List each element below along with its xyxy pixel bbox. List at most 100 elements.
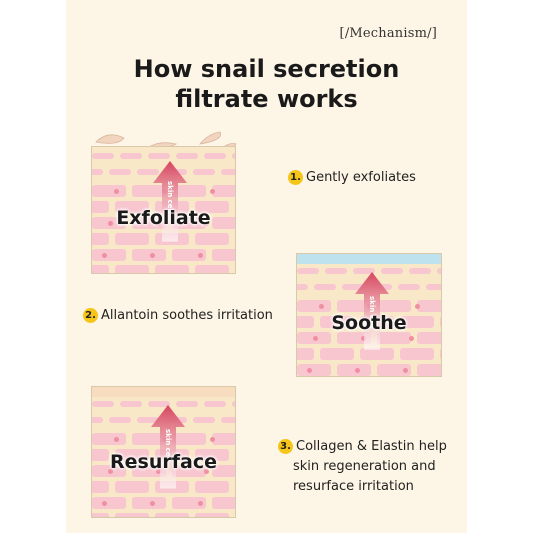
skin-cell	[221, 417, 235, 423]
step-3: 3.Collagen & Elastin help skin regenerat…	[278, 437, 447, 497]
skin-cell	[172, 185, 206, 197]
skin-cell	[92, 265, 109, 273]
section-tag: [/Mechanism/]	[339, 26, 437, 41]
skin-cell	[221, 169, 235, 175]
skin-diagram-resurface: skin cell	[91, 386, 236, 518]
skin-cell	[417, 364, 441, 376]
cell-nucleus	[415, 304, 420, 309]
skin-cell	[92, 401, 114, 407]
cell-nucleus	[108, 469, 113, 474]
skin-cell	[155, 265, 189, 273]
cell-nucleus	[150, 501, 155, 506]
skin-cell	[437, 268, 441, 274]
skin-cell	[155, 513, 189, 517]
skin-cell	[176, 153, 198, 159]
upward-arrow-icon	[151, 405, 185, 489]
skin-cell	[325, 268, 347, 274]
skin-cell	[193, 169, 215, 175]
skin-cell	[195, 513, 229, 517]
skin-cell	[400, 316, 434, 328]
upward-arrow-icon	[355, 272, 389, 350]
skin-cell	[417, 300, 441, 312]
cell-nucleus	[403, 368, 408, 373]
skin-cell	[148, 401, 170, 407]
skin-cell	[195, 449, 229, 461]
skin-cell	[172, 465, 206, 477]
skin-cell	[195, 233, 229, 245]
skin-cell	[440, 316, 441, 328]
skin-cell	[440, 348, 441, 360]
skin-cell	[212, 433, 235, 445]
skin-cell	[320, 316, 354, 328]
skin-flakes-icon	[95, 131, 237, 150]
skin-cell	[426, 284, 441, 290]
skin-cell	[193, 417, 215, 423]
skin-cell	[115, 201, 149, 213]
cell-nucleus	[361, 336, 366, 341]
skin-cell	[132, 185, 166, 197]
cell-nucleus	[150, 253, 155, 258]
skin-diagram-exfoliate: skin cell	[91, 146, 236, 274]
skin-cell	[195, 265, 229, 273]
skin-cell	[176, 401, 198, 407]
title-line-1: How snail secretion	[133, 55, 400, 83]
skin-cell	[417, 332, 441, 344]
skin-cell	[132, 433, 166, 445]
skin-cell	[204, 153, 226, 159]
cell-nucleus	[355, 368, 360, 373]
skin-cell	[212, 249, 235, 261]
skin-cell	[115, 265, 149, 273]
skin-cell	[120, 401, 142, 407]
skin-cell	[132, 497, 166, 509]
skin-cell	[172, 433, 206, 445]
skin-cell	[109, 169, 131, 175]
cell-nucleus	[198, 253, 203, 258]
skin-cell	[409, 268, 431, 274]
skin-cell	[120, 153, 142, 159]
step-1-text: Gently exfoliates	[306, 170, 416, 185]
cell-nucleus	[114, 437, 119, 442]
step-3-number: 3.	[278, 439, 293, 454]
cell-nucleus	[319, 304, 324, 309]
panel-label-exfoliate: Exfoliate	[116, 207, 211, 229]
panel-label-soothe: Soothe	[331, 312, 407, 334]
skin-diagram-soothe: skin cell	[296, 253, 442, 377]
step-1: 1.Gently exfoliates	[288, 168, 416, 188]
skin-cell	[297, 284, 308, 290]
step-1-number: 1.	[288, 170, 303, 185]
skin-cell	[360, 348, 394, 360]
skin-cell	[377, 300, 411, 312]
step-3-text-line-1: Collagen & Elastin help	[296, 439, 447, 454]
step-3-text-line-3: resurface irritation	[293, 479, 414, 494]
cell-nucleus	[313, 336, 318, 341]
skin-cell	[377, 332, 411, 344]
skin-cell	[212, 465, 235, 477]
cell-nucleus	[307, 368, 312, 373]
skin-cell	[92, 153, 114, 159]
skin-cell	[212, 497, 235, 509]
skin-cell	[92, 169, 103, 175]
cell-nucleus	[210, 437, 215, 442]
skin-cell	[137, 417, 159, 423]
skin-cell	[381, 268, 403, 274]
skin-cell	[92, 233, 109, 245]
skin-cell	[204, 401, 226, 407]
top-skin-layer	[297, 254, 441, 264]
skin-cell	[337, 364, 371, 376]
skin-cell	[337, 300, 371, 312]
cell-nucleus	[108, 221, 113, 226]
skin-cell	[297, 348, 314, 360]
mechanism-panel: [/Mechanism/] How snail secretion filtra…	[66, 0, 467, 533]
skin-cell	[132, 249, 166, 261]
top-skin-layer	[92, 387, 235, 397]
cell-nucleus	[114, 189, 119, 194]
skin-cell	[92, 433, 126, 445]
skin-cell	[232, 153, 235, 159]
upward-arrow-icon	[153, 161, 187, 242]
cell-nucleus	[409, 336, 414, 341]
skin-cell	[92, 201, 109, 213]
skin-cell	[115, 233, 149, 245]
step-2-number: 2.	[83, 308, 98, 323]
skin-cell	[92, 417, 103, 423]
skin-cell	[92, 185, 126, 197]
